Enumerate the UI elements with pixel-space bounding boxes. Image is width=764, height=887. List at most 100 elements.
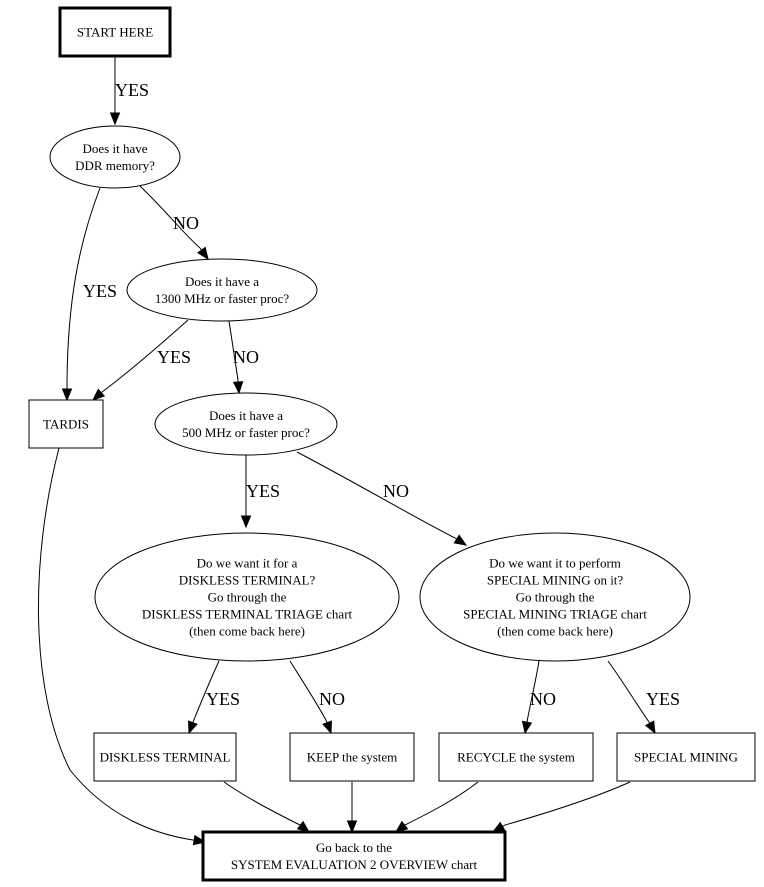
node-start: START HERE xyxy=(58,6,172,58)
node-label: Do we want it to perform xyxy=(489,556,621,571)
edge-mhz1300-to-tardis: YES xyxy=(92,319,191,401)
edge-label: YES xyxy=(646,689,680,709)
edge-line xyxy=(504,781,631,826)
edge-ddr-to-tardis: YES xyxy=(61,187,117,402)
arrowhead-icon xyxy=(322,720,332,735)
edge-ddr-to-mhz1300: NO xyxy=(139,185,209,261)
node-label: KEEP the system xyxy=(307,750,398,765)
node-label: DISKLESS TERMINAL? xyxy=(179,573,316,588)
edge-label: YES xyxy=(115,80,149,100)
edge-mhz1300-to-mhz500: NO xyxy=(228,320,259,395)
edge-mhz500-to-diskless_q: YES xyxy=(240,455,280,529)
arrowhead-icon xyxy=(92,388,106,401)
node-label: SPECIAL MINING xyxy=(634,750,738,765)
node-label: Does it have a xyxy=(209,408,283,423)
node-diskless-q: Do we want it for a DISKLESS TERMINAL? Go … xyxy=(94,532,400,662)
node-label: DISKLESS TERMINAL xyxy=(100,750,231,765)
arrowhead-icon xyxy=(644,720,656,735)
decision-ellipse xyxy=(49,125,181,189)
node-label: 1300 MHz or faster proc? xyxy=(155,291,290,306)
edge-line xyxy=(139,185,201,249)
node-label: START HERE xyxy=(77,25,153,40)
node-mhz1300: Does it have a 1300 MHz or faster proc? xyxy=(126,258,318,322)
edge-mining_q-to-mining: YES xyxy=(607,660,680,735)
arrowhead-icon xyxy=(346,820,358,834)
node-label: Does it have a xyxy=(185,274,259,289)
arrowhead-icon xyxy=(296,820,311,833)
process-box xyxy=(438,732,594,782)
edge-line xyxy=(607,660,650,723)
node-recycle: RECYCLE the system xyxy=(438,732,594,782)
node-label: 500 MHz or faster proc? xyxy=(182,425,310,440)
edge-start-to-ddr: YES xyxy=(109,56,149,126)
node-label: DDR memory? xyxy=(75,158,155,173)
edge-line xyxy=(404,781,479,826)
node-label: Go back to the xyxy=(316,840,392,855)
decision-ellipse xyxy=(126,258,318,322)
edge-mining_q-to-recycle: NO xyxy=(521,660,556,735)
edge-line xyxy=(223,781,301,826)
node-label: SPECIAL MINING TRIAGE chart xyxy=(463,607,647,622)
node-label: TARDIS xyxy=(43,417,89,432)
edge-line xyxy=(289,660,328,723)
edge-mhz500-to-mining_q: NO xyxy=(296,451,468,546)
process-box xyxy=(58,6,172,58)
node-mhz500: Does it have a 500 MHz or faster proc? xyxy=(154,392,338,456)
arrowhead-icon xyxy=(521,720,533,735)
node-label: Does it have xyxy=(83,141,148,156)
edge-label: NO xyxy=(319,689,345,709)
arrowhead-icon xyxy=(196,246,209,261)
node-label: Go through the xyxy=(516,590,595,605)
edge-line xyxy=(192,660,220,723)
edge-line xyxy=(296,451,456,539)
edge-recycle-to-end xyxy=(394,781,479,833)
arrowhead-icon xyxy=(109,112,121,126)
node-keep: KEEP the system xyxy=(289,732,415,782)
node-tardis: TARDIS xyxy=(28,399,104,449)
edge-diskless-to-end xyxy=(223,781,311,833)
node-label: SYSTEM EVALUATION 2 OVERVIEW chart xyxy=(231,857,478,872)
edge-line xyxy=(66,187,101,389)
edge-mining-to-end xyxy=(491,781,631,833)
arrowhead-icon xyxy=(394,820,409,833)
edge-label: YES xyxy=(246,481,280,501)
edge-keep-to-end xyxy=(346,782,358,834)
edge-label: NO xyxy=(233,347,259,367)
node-label: Go through the xyxy=(208,590,287,605)
edge-label: NO xyxy=(530,689,556,709)
edge-line xyxy=(526,660,540,723)
edge-diskless_q-to-diskless: YES xyxy=(188,660,240,735)
process-box xyxy=(93,732,237,782)
decision-ellipse xyxy=(94,532,400,662)
process-box xyxy=(289,732,415,782)
arrowhead-icon xyxy=(453,534,468,546)
arrowhead-icon xyxy=(188,720,198,735)
node-label: (then come back here) xyxy=(497,624,613,639)
edge-label: YES xyxy=(206,689,240,709)
node-label: Do we want it for a xyxy=(197,556,298,571)
edge-line xyxy=(228,320,239,381)
node-label: DISKLESS TERMINAL TRIAGE chart xyxy=(142,607,353,622)
node-label: SPECIAL MINING on it? xyxy=(487,573,624,588)
process-box xyxy=(28,399,104,449)
arrowhead-icon xyxy=(232,381,244,395)
edge-diskless_q-to-keep: NO xyxy=(289,660,345,735)
process-box xyxy=(201,830,507,882)
process-box xyxy=(616,732,756,782)
edge-line xyxy=(101,319,189,393)
arrowhead-icon xyxy=(240,515,252,529)
edge-line xyxy=(37,447,194,841)
node-label: RECYCLE the system xyxy=(457,750,575,765)
edge-label: NO xyxy=(383,481,409,501)
edge-label: YES xyxy=(83,281,117,301)
edge-label: YES xyxy=(157,347,191,367)
arrowhead-icon xyxy=(61,388,73,402)
node-label: (then come back here) xyxy=(189,624,305,639)
node-diskless: DISKLESS TERMINAL xyxy=(93,732,237,782)
edge-label: NO xyxy=(173,213,199,233)
decision-ellipse xyxy=(154,392,338,456)
